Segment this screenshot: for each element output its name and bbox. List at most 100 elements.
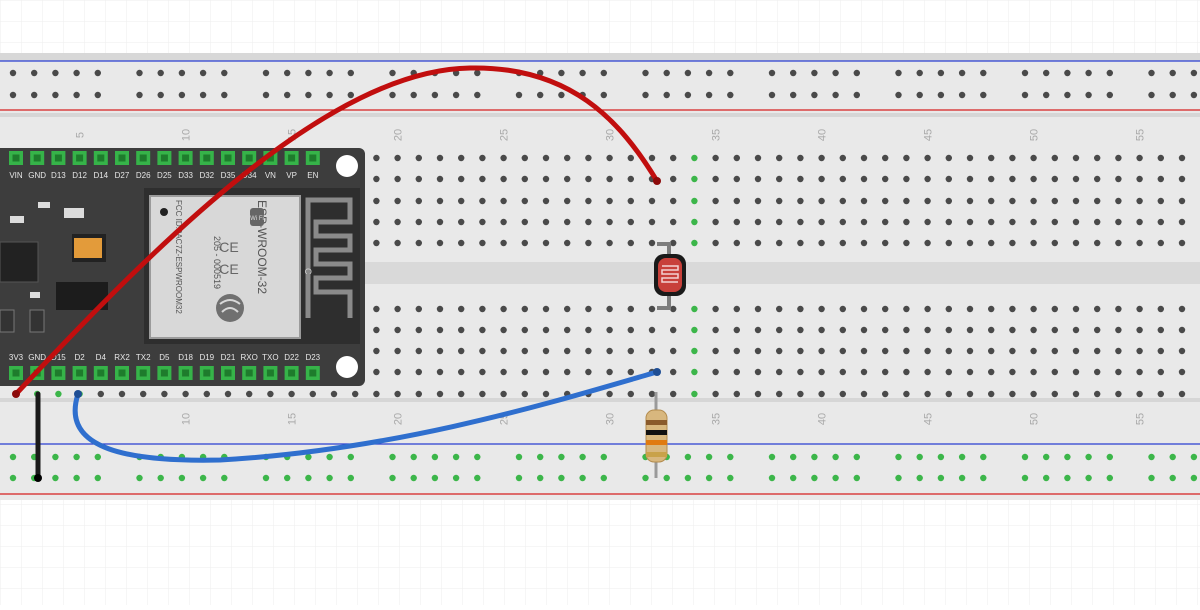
mounting-hole [336, 155, 358, 177]
rail-hole [1043, 453, 1050, 461]
rail-hole [537, 474, 544, 482]
breadboard-hole [966, 305, 974, 313]
breadboard-hole [1157, 175, 1165, 183]
breadboard-hole [1072, 368, 1080, 376]
blue-wire[interactable] [72, 369, 660, 463]
esp32-pin-label: RX2 [114, 353, 130, 362]
esp32-pin-label: EN [307, 171, 318, 180]
rail-hole [1148, 91, 1155, 99]
rail-hole [1085, 69, 1092, 77]
rail-hole [474, 453, 481, 461]
rail-hole [1169, 69, 1176, 77]
breadboard-hole [394, 175, 401, 183]
rail-hole [790, 453, 797, 461]
esp32-pin-hole [33, 154, 41, 162]
breadboard-hole [966, 175, 974, 183]
breadboard-hole [1009, 390, 1016, 398]
breadboard-hole [585, 154, 592, 162]
breadboard-hole [415, 197, 422, 205]
rail-hole [305, 474, 312, 482]
breadboard-hole [394, 390, 401, 398]
breadboard-hole [500, 154, 507, 162]
breadboard-hole [500, 175, 507, 183]
breadboard-hole [585, 326, 592, 334]
rail-hole [326, 474, 333, 482]
breadboard-hole [500, 326, 507, 334]
rail-hole [684, 474, 692, 482]
breadboard-hole [839, 154, 846, 162]
breadboard-hole [479, 368, 486, 376]
breadboard-hole [224, 390, 232, 398]
rail-hole [1106, 69, 1114, 77]
esp32-pin-label: D5 [159, 353, 170, 362]
rail-hole [1190, 91, 1198, 99]
breadboard-hole [733, 326, 740, 334]
rail-hole [642, 474, 649, 482]
breadboard-hole [458, 368, 465, 376]
rail-hole [515, 91, 523, 99]
breadboard-hole [436, 347, 444, 355]
breadboard-hole [776, 197, 783, 205]
breadboard-hole [542, 347, 550, 355]
wire-end [74, 390, 82, 398]
esp32-pin-hole [54, 154, 62, 162]
rail-hole [94, 91, 102, 99]
rail-hole [937, 91, 945, 99]
esp32-pin-hole [76, 369, 84, 377]
breadboard-hole [839, 197, 846, 205]
resistor-band [646, 420, 667, 425]
rail-hole [452, 91, 460, 99]
breadboard-hole [1157, 197, 1165, 205]
breadboard-hole [606, 305, 613, 313]
rail-hole [958, 91, 966, 99]
rail-hole [9, 474, 17, 482]
breadboard-hole [246, 390, 253, 398]
breadboard-hole [776, 347, 783, 355]
breadboard-hole [415, 326, 422, 334]
breadboard-hole [1051, 239, 1059, 247]
breadboard-hole [945, 154, 952, 162]
breadboard-hole [670, 347, 677, 355]
breadboard-hole [945, 326, 952, 334]
breadboard-hole [648, 390, 656, 398]
red-wire[interactable] [13, 65, 660, 397]
breadboard-hole [988, 197, 995, 205]
breadboard-hole [797, 218, 804, 226]
rail-hole [1190, 69, 1198, 77]
breadboard-hole [436, 154, 444, 162]
rail-hole [52, 91, 59, 99]
breadboard-hole [542, 218, 550, 226]
breadboard-hole [1030, 239, 1037, 247]
breadboard-hole [1072, 347, 1080, 355]
breadboard-hole [1136, 390, 1143, 398]
breadboard-hole [924, 175, 931, 183]
breadboard-hole [903, 305, 910, 313]
breadboard-hole [1115, 390, 1122, 398]
breadboard-hole [585, 305, 592, 313]
breadboard-hole [776, 154, 783, 162]
esp32-pin-hole [139, 369, 147, 377]
rail-hole [52, 69, 59, 77]
breadboard-hole [606, 326, 613, 334]
breadboard-hole [606, 218, 613, 226]
breadboard-hole [860, 347, 868, 355]
breadboard-hole [797, 390, 804, 398]
photoresistor [654, 242, 686, 310]
rail-hole [94, 69, 102, 77]
breadboard-hole [882, 175, 889, 183]
breadboard-hole [1157, 218, 1165, 226]
rail-hole [727, 474, 734, 482]
breadboard-hole [754, 197, 762, 205]
rail-hole [937, 474, 945, 482]
rail-hole [832, 474, 839, 482]
breadboard-hole [1115, 218, 1122, 226]
breadboard-hole [118, 390, 126, 398]
breadboard-hole [733, 154, 740, 162]
breadboard-hole [648, 347, 656, 355]
breadboard-hole [988, 239, 995, 247]
breadboard-hole [945, 175, 952, 183]
smd-part [10, 216, 24, 223]
breadboard-hole [500, 390, 507, 398]
breadboard-hole [691, 347, 698, 355]
